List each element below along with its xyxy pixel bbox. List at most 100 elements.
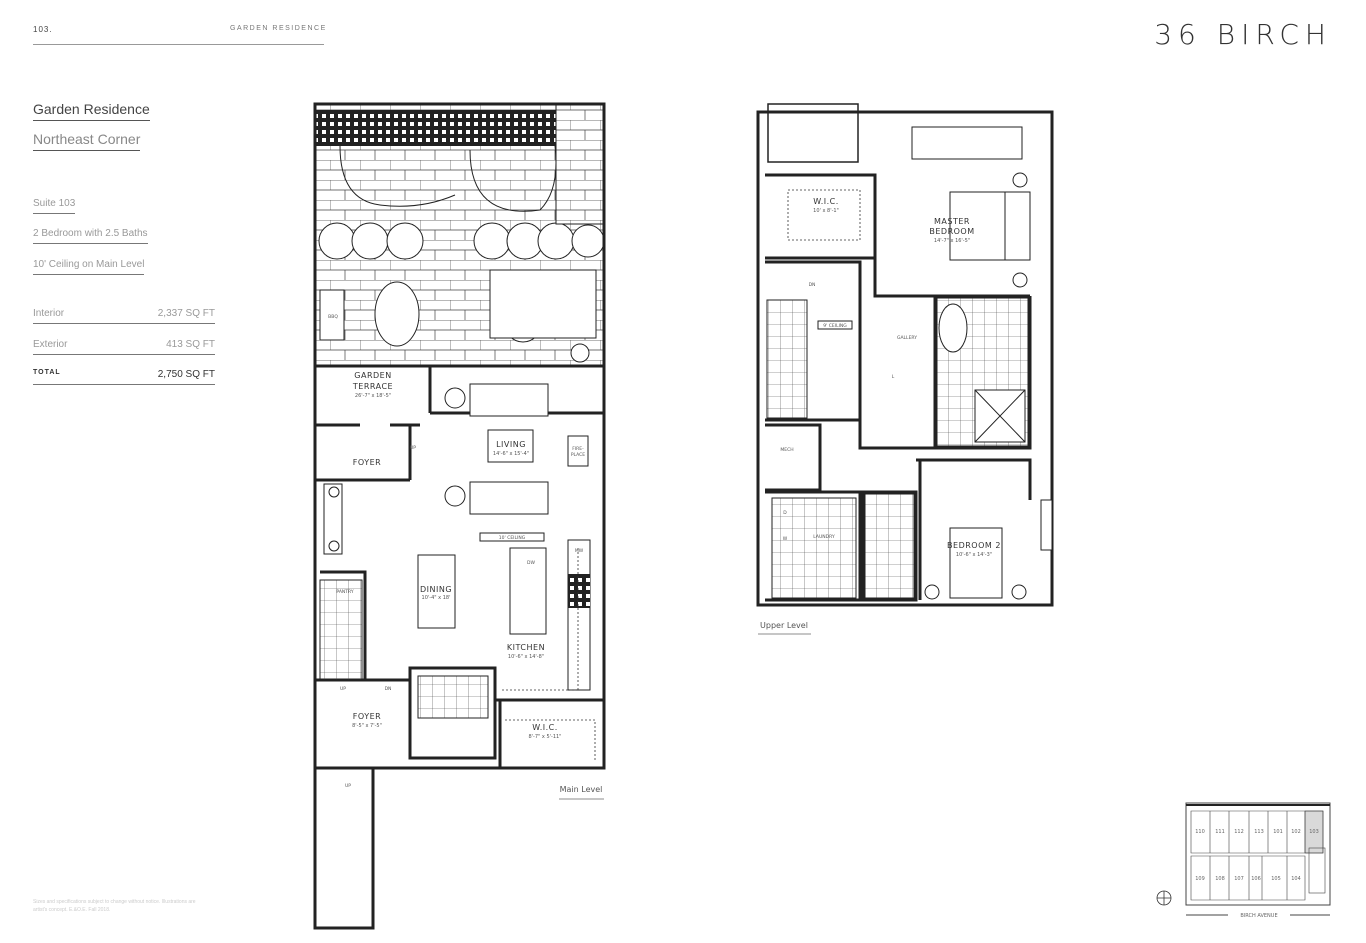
suite-number: 103.	[33, 25, 53, 34]
sofa	[469, 383, 549, 417]
main-level-plan: GARDEN TERRACE 26'-7" x 18'-5" FOYER LIV…	[313, 102, 606, 930]
dining-table	[417, 554, 456, 629]
unit-label: 111	[1215, 829, 1225, 835]
coffee-table	[487, 429, 534, 463]
bbq	[319, 289, 345, 341]
area-value: 2,750 SQ FT	[157, 369, 215, 380]
washer-label: W	[783, 536, 788, 542]
fireplace-label: FIRE-	[572, 446, 584, 452]
spec-bedrooms: 2 Bedroom with 2.5 Baths	[33, 228, 148, 244]
room-label: W.I.C.	[813, 197, 839, 206]
room-dims: 10'-6" x 14'-8"	[508, 654, 544, 660]
unit-label: 113	[1254, 829, 1264, 835]
hedge	[316, 110, 556, 146]
bathroom	[864, 493, 915, 599]
room-label: MECH	[780, 447, 793, 453]
powder-room	[408, 666, 497, 760]
unit-label: 106	[1251, 876, 1261, 882]
master-bed	[949, 191, 1006, 261]
room-label: LAUNDRY	[813, 534, 835, 540]
tree-canopy	[339, 145, 456, 207]
area-label: Interior	[33, 308, 65, 319]
upper-level-plan: W.I.C. 10' x 8'-1" MASTER BEDROOM 14'-7"…	[756, 103, 1054, 635]
up-label: UP	[345, 783, 351, 789]
room-dims: 10'-4" x 18'	[422, 595, 451, 601]
up-label: UP	[410, 445, 416, 451]
spec-ceiling: 10' Ceiling on Main Level	[33, 259, 145, 275]
north-arrow-icon	[1156, 890, 1172, 906]
patio-sofa	[489, 269, 597, 339]
up-label: UP	[340, 686, 346, 692]
area-label: TOTAL	[33, 369, 61, 376]
area-value: 2,337 SQ FT	[157, 308, 215, 319]
linen-label: L	[892, 374, 895, 380]
unit-label: 112	[1234, 829, 1244, 835]
bed-2	[949, 527, 1003, 599]
ceiling-label: 10' CEILING	[499, 535, 526, 541]
room-label: GALLERY	[897, 335, 917, 341]
ensuite	[933, 296, 1032, 450]
room-label: TERRACE	[352, 382, 393, 391]
brand-logo: 36 BIRCH	[1154, 18, 1332, 51]
bathtub	[938, 303, 968, 353]
room-label: MASTER	[934, 217, 970, 226]
unit-label: 104	[1291, 876, 1301, 882]
tree-canopy	[469, 145, 557, 212]
key-plan: 110 111 112 113 101 102 103 109 108 107 …	[1156, 802, 1331, 919]
room-dims: 14'-7" x 16'-5"	[934, 238, 970, 244]
street-label: BIRCH AVENUE	[1240, 913, 1277, 919]
upper-level-caption: Upper Level	[760, 621, 808, 630]
unit-label: 110	[1195, 829, 1205, 835]
area-exterior: Exterior 413 SQ FT	[33, 339, 215, 355]
residence-name: Garden Residence	[33, 101, 150, 121]
room-label: FOYER	[353, 712, 381, 721]
area-label: Exterior	[33, 339, 68, 350]
unit-label: 109	[1195, 876, 1205, 882]
area-interior: Interior 2,337 SQ FT	[33, 308, 215, 324]
room-label: W.I.C.	[532, 723, 558, 732]
room-label: GARDEN	[354, 371, 391, 380]
unit-label: 105	[1271, 876, 1281, 882]
sofa	[469, 481, 549, 515]
mw-label: MW	[575, 548, 584, 554]
room-label: KITCHEN	[507, 643, 545, 652]
bbq-label: BBQ	[328, 314, 338, 320]
unit-label: 102	[1291, 829, 1301, 835]
unit-label: 108	[1215, 876, 1225, 882]
header-divider	[33, 44, 324, 45]
room-label: BEDROOM 2	[947, 541, 1001, 550]
room-dims: 14'-6" x 15'-4"	[493, 451, 529, 457]
dw-label: DW	[527, 560, 535, 566]
area-total: TOTAL 2,750 SQ FT	[33, 369, 215, 385]
unit-label: 103	[1309, 829, 1319, 835]
fireplace-label: PLACE	[571, 452, 585, 458]
dn-label: DN	[385, 686, 392, 692]
pantry-label: PANTRY	[336, 589, 353, 595]
dryer-label: D	[783, 510, 787, 516]
fireplace	[567, 435, 589, 467]
room-dims: 26'-7" x 18'-5"	[355, 393, 391, 399]
room-dims: 10' x 8'-1"	[813, 208, 839, 214]
main-level-caption: Main Level	[560, 785, 603, 794]
room-label: FOYER	[353, 458, 381, 467]
balcony	[767, 103, 859, 163]
area-value: 413 SQ FT	[166, 339, 215, 350]
spec-suite: Suite 103	[33, 198, 76, 214]
ceiling-label: 9' CEILING	[823, 323, 847, 329]
patio-table	[374, 281, 420, 347]
room-dims: 10'-6" x 14'-3"	[956, 552, 992, 558]
room-dims: 8'-5" x 7'-5"	[352, 723, 382, 729]
residence-location: Northeast Corner	[33, 131, 141, 151]
laundry	[771, 497, 857, 599]
room-label: BEDROOM	[929, 227, 974, 236]
planter	[555, 103, 605, 225]
unit-label: 107	[1234, 876, 1244, 882]
kitchen-island	[509, 547, 547, 635]
unit-label: 101	[1273, 829, 1283, 835]
entry-path	[313, 768, 375, 930]
dn-label: DN	[809, 282, 816, 288]
stairs	[319, 579, 363, 681]
room-label: DINING	[420, 585, 452, 594]
section-title: GARDEN RESIDENCE	[230, 25, 327, 32]
